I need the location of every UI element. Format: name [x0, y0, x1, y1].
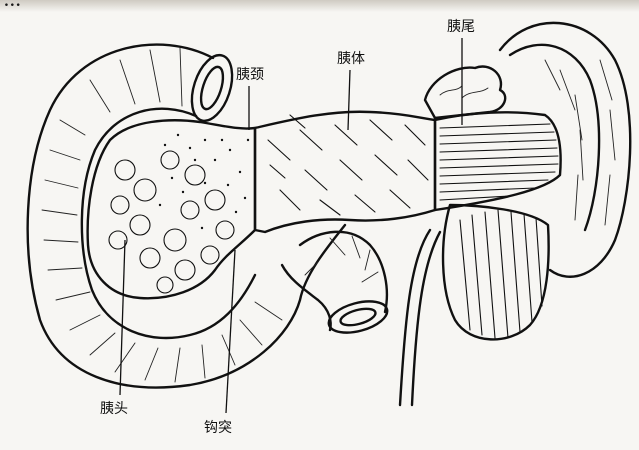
- pancreas-tail: [425, 67, 561, 210]
- pancreas-body: [255, 112, 435, 232]
- duodenum-loop: [28, 45, 345, 388]
- leader-lines: [120, 38, 462, 413]
- leader-uncinate: [226, 250, 235, 413]
- kidney: [400, 205, 549, 405]
- label-pancreas-tail: 胰尾: [447, 20, 475, 34]
- label-uncinate-process: 钩突: [204, 421, 232, 435]
- pancreas-head: [88, 120, 255, 298]
- label-pancreas-body: 胰体: [337, 52, 365, 66]
- label-pancreas-neck: 胰颈: [236, 68, 264, 82]
- leader-head: [120, 240, 125, 395]
- leader-body: [348, 70, 350, 130]
- jejunum-segment: [282, 232, 391, 338]
- head-stipple: [159, 134, 249, 229]
- label-pancreas-head: 胰头: [100, 402, 128, 416]
